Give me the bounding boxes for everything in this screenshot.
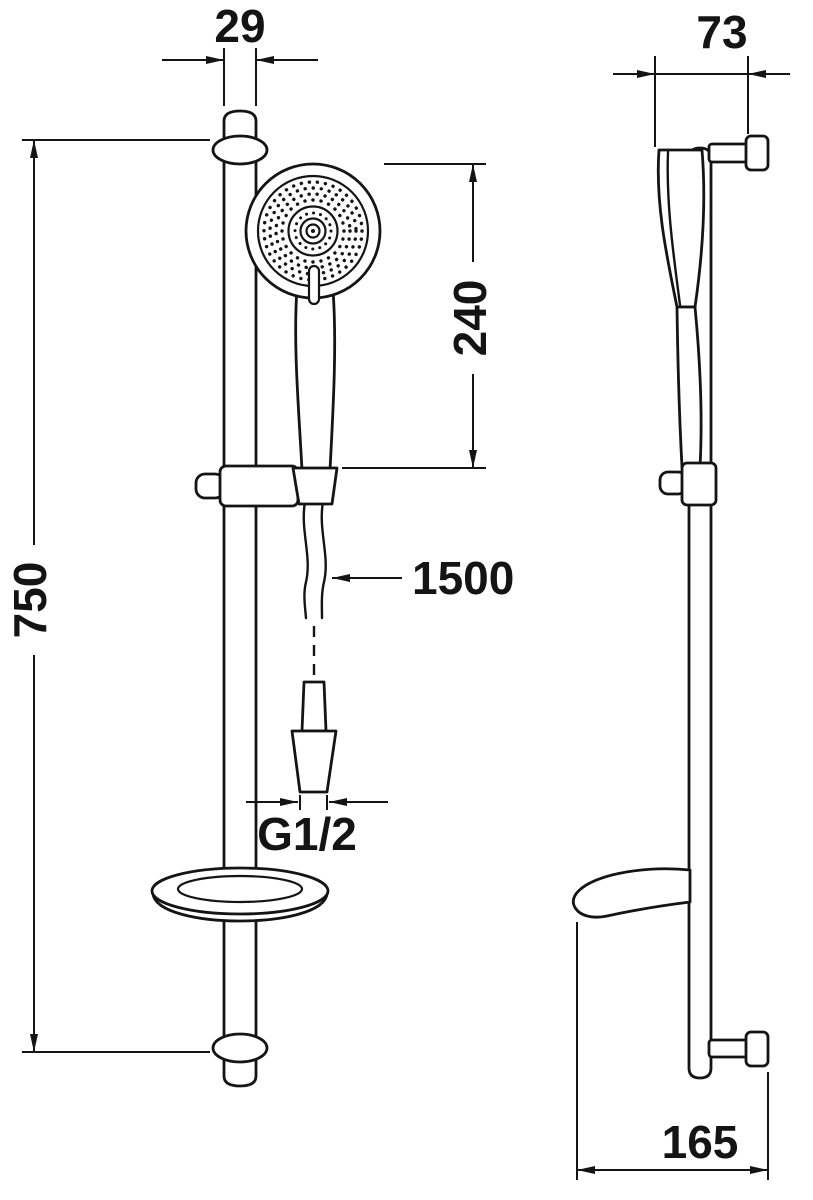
nozzle-ring xyxy=(262,180,364,282)
top-wall-bracket xyxy=(707,134,770,172)
soap-dish-profile xyxy=(571,867,692,919)
dimension-bottom-depth: 165 xyxy=(576,922,769,1180)
dim-label-head-assembly: 240 xyxy=(444,280,496,357)
head-face-edge xyxy=(666,150,682,307)
dimension-hose-length: 1500 xyxy=(332,552,514,604)
shower-rail xyxy=(211,109,269,1088)
hand-shower xyxy=(244,162,382,506)
nozzle-ring xyxy=(268,186,358,276)
connector-neck xyxy=(300,680,328,733)
handle-cup xyxy=(291,466,339,506)
dim-label-bottom-depth: 165 xyxy=(662,1116,739,1168)
slider-clamp xyxy=(680,461,718,507)
dimension-top-depth: 73 xyxy=(613,6,790,147)
rail-bottom-collar xyxy=(211,1032,269,1064)
head-profile xyxy=(656,148,706,309)
bracket-arm xyxy=(707,142,751,164)
bracket-arm xyxy=(707,1038,751,1059)
center-dot xyxy=(311,229,315,233)
shower-hose xyxy=(302,500,327,678)
nozzle-ring xyxy=(293,211,333,251)
handle-profile xyxy=(675,305,703,469)
dim-label-rail-width: 29 xyxy=(214,0,265,52)
rail-top-collar xyxy=(211,134,269,166)
dim-label-thread: G1/2 xyxy=(257,808,357,860)
dimension-bar-height: 750 xyxy=(4,139,210,1053)
dimension-rail-width: 29 xyxy=(162,0,318,106)
rail-tube xyxy=(222,109,258,1088)
hose-left-edge xyxy=(302,500,309,620)
soap-dish xyxy=(150,866,330,923)
side-soap-dish xyxy=(571,867,692,919)
wall-plate xyxy=(744,1030,770,1068)
connector-nut xyxy=(290,729,338,794)
dimension-thread: G1/2 xyxy=(246,795,388,860)
handle xyxy=(294,286,337,472)
hose-connector xyxy=(290,680,338,794)
front-view: 29 750 240 1500 G1/2 xyxy=(4,0,514,1088)
bottom-wall-bracket xyxy=(707,1030,770,1068)
nozzle-ring xyxy=(280,198,346,264)
side-rail-slider xyxy=(658,461,718,507)
dimension-head-assembly: 240 xyxy=(342,163,496,469)
mode-switch-slot xyxy=(307,264,321,306)
dim-label-bar-height: 750 xyxy=(4,562,56,639)
dim-label-top-depth: 73 xyxy=(696,6,747,58)
hose-right-edge xyxy=(320,500,327,620)
slider-clamp xyxy=(218,464,300,508)
rail-slider xyxy=(194,464,300,508)
side-hand-shower xyxy=(656,148,706,469)
wall-plate xyxy=(744,134,770,172)
dim-label-hose-length: 1500 xyxy=(412,552,514,604)
side-view: 73 165 xyxy=(571,6,790,1180)
soap-dish-bowl xyxy=(176,874,304,904)
